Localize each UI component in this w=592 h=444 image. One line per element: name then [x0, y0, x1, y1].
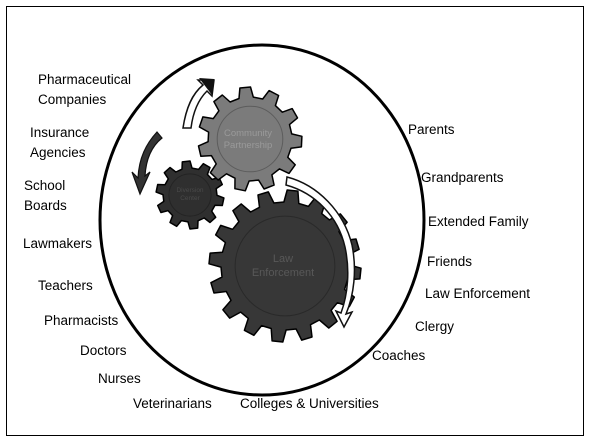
diversion-gear-label-line1: Diversion: [176, 187, 203, 194]
gear-law-hub-ring: [234, 215, 336, 317]
gear-community-body: [197, 86, 303, 192]
law-gear-label-line1: Law: [273, 253, 293, 265]
slide-border: [6, 6, 584, 436]
label-clergy: Clergy: [415, 319, 455, 334]
community-gear-label-line2: Partnership: [224, 140, 273, 151]
label-veterinarians: Veterinarians: [133, 396, 212, 411]
label-coaches: Coaches: [372, 348, 426, 363]
label-doctors: Doctors: [80, 343, 127, 358]
label-friends: Friends: [427, 254, 473, 269]
label-extended-family: Extended Family: [428, 214, 529, 229]
law-gear-label-line2: Enforcement: [252, 267, 314, 279]
gear-diversion-body: [155, 160, 225, 230]
arrow-law-white: [285, 176, 356, 329]
label-pharmacists: Pharmacists: [44, 313, 119, 328]
label-lawmakers: Lawmakers: [23, 236, 93, 251]
label-nurses: Nurses: [98, 371, 141, 386]
arrow-left-dark: [131, 131, 163, 196]
community-partnership-gear: [197, 86, 303, 192]
label-teachers: Teachers: [38, 278, 93, 293]
gear-community-hub-ring: [216, 105, 284, 173]
label-parents: Parents: [408, 122, 455, 137]
community-gear-label-line1: Community: [224, 128, 272, 139]
label-grandparents: Grandparents: [421, 170, 504, 185]
label-law-enforcement: Law Enforcement: [425, 286, 531, 301]
arrow-top-dark: [182, 78, 215, 129]
label-colleges-universities: Colleges & Universities: [240, 396, 379, 411]
outer-ring: [98, 43, 426, 397]
diversion-gear-label-line2: Center: [180, 195, 200, 202]
gear-diversion-hub-ring: [168, 173, 212, 217]
diversion-center-gear: [155, 160, 225, 230]
